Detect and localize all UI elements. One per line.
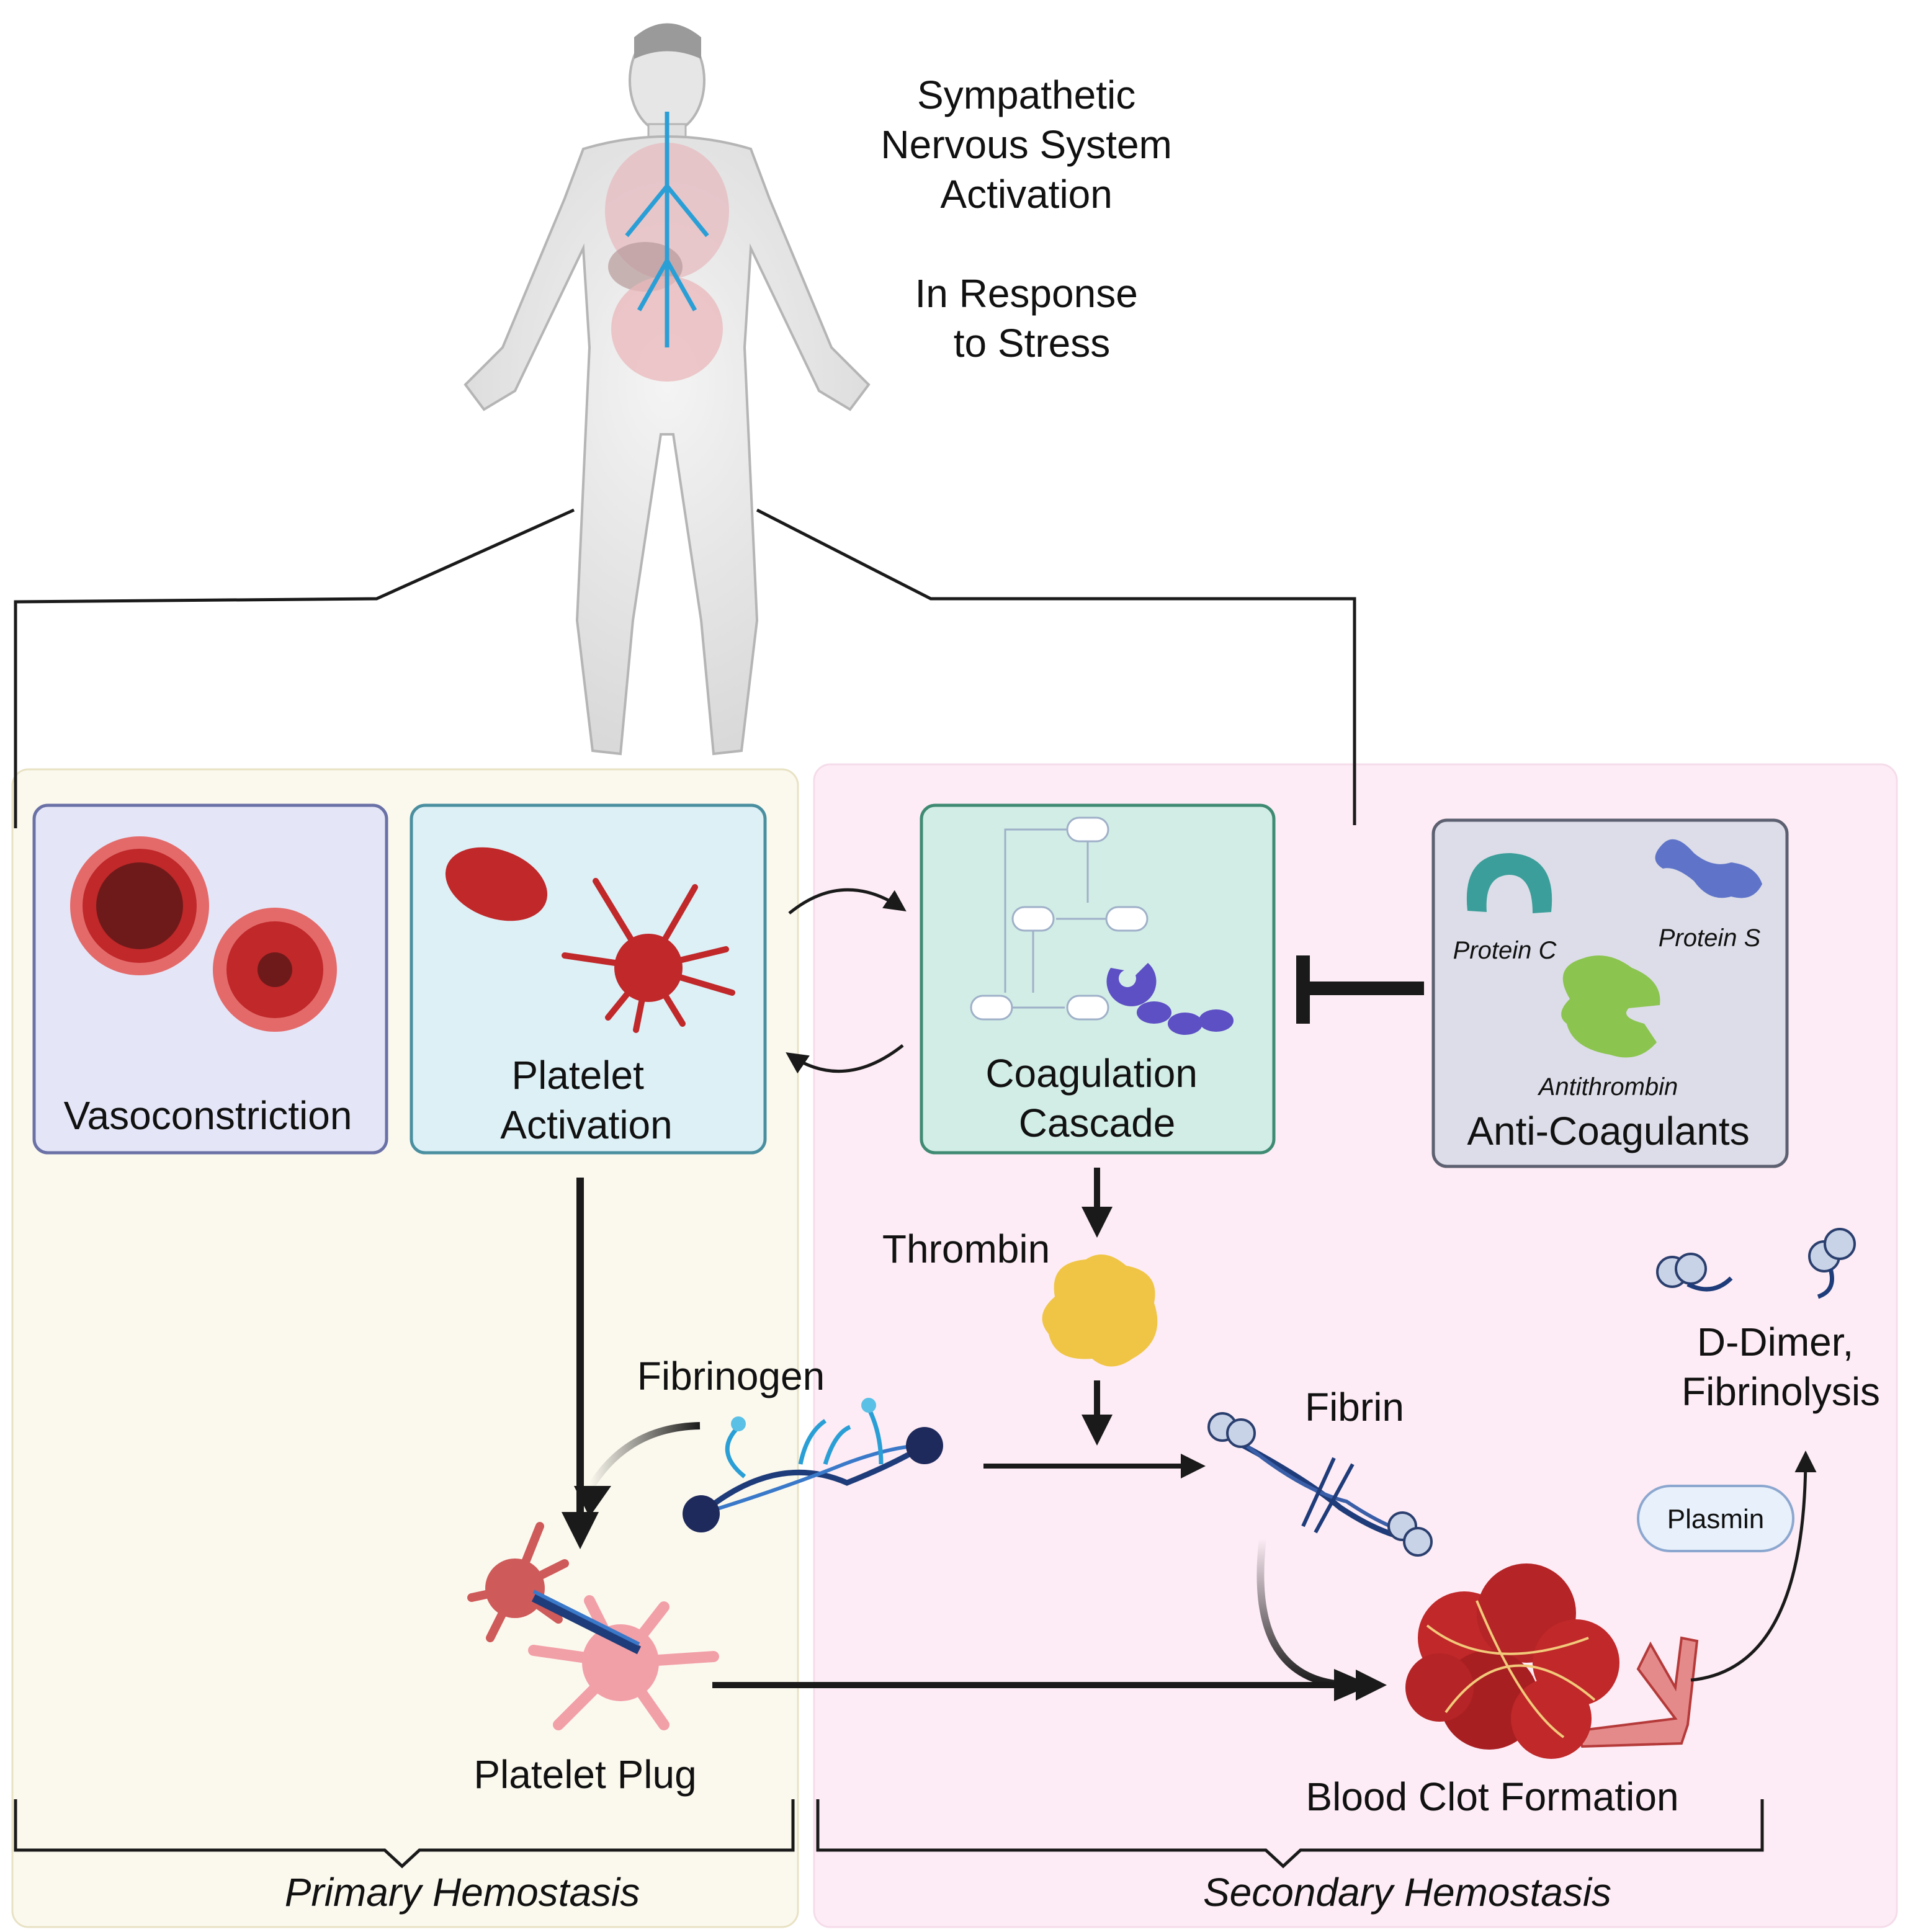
- activated-platelet-icon: [562, 878, 735, 1033]
- header-line-4: In Response: [915, 271, 1137, 316]
- connector-left: [14, 508, 575, 828]
- anticoagulants-title: Anti-Coagulants: [1467, 1109, 1749, 1153]
- svg-text:Sympathetic Nervous System: Sympathetic Nervous System Activation In…: [880, 73, 1183, 365]
- d-dimer-label-1: D-Dimer,: [1697, 1320, 1853, 1364]
- antithrombin-icon: [1561, 955, 1660, 1058]
- header-line-5: to Stress: [954, 321, 1111, 365]
- enzyme-molecule-icon: [1106, 963, 1234, 1035]
- fibrin-molecule-icon: [1207, 1412, 1433, 1557]
- protein-s-icon: [1655, 839, 1762, 898]
- arrow-fibrinogen-to-plug: [586, 1422, 701, 1491]
- platelet-activation-label-1: Platelet: [511, 1053, 644, 1098]
- secondary-bracket: [816, 1799, 1764, 1869]
- coagulation-cascade-label-1: Coagulation: [985, 1051, 1198, 1096]
- thrombin-label: Thrombin: [882, 1227, 1050, 1271]
- blood-clot-label: Blood Clot Formation: [1306, 1774, 1678, 1819]
- arrow-fibrin-to-clot: [1256, 1538, 1341, 1688]
- svg-text:D-Dimer, Fibrinolysis: D-Dimer, Fibrinolysis: [1682, 1320, 1880, 1414]
- arrow-fibrinogen-to-plug-head: [574, 1486, 611, 1517]
- secondary-hemostasis-label: Secondary Hemostasis: [1203, 1870, 1611, 1915]
- protein-c-icon: [1466, 853, 1552, 913]
- cascade-flow-icon: [970, 816, 1149, 1021]
- inhibition-bar: [1296, 955, 1424, 1024]
- header-line-1: Sympathetic: [917, 73, 1135, 117]
- connector-right: [756, 508, 1356, 825]
- plasmin-badge: [1637, 1485, 1794, 1552]
- coagulation-cascade-box: Coagulation Cascade: [920, 803, 1276, 1155]
- primary-bracket: [14, 1799, 795, 1869]
- human-body-figure: [464, 23, 871, 756]
- anticoagulants-box: Protein C Protein S Antithrombin Anti-Co…: [1431, 818, 1789, 1168]
- vasoconstriction-box: Vasoconstriction: [32, 803, 388, 1155]
- plasmin-label: Plasmin: [1667, 1504, 1765, 1534]
- header-line-2: Nervous System: [880, 122, 1171, 167]
- d-dimer-molecule-icons: [1656, 1228, 1856, 1299]
- coagulation-cascade-label-2: Cascade: [1019, 1101, 1176, 1145]
- blood-clot-icon: [1405, 1563, 1699, 1759]
- red-blood-cell-icon: [445, 847, 548, 921]
- fibrin-label: Fibrin: [1305, 1385, 1404, 1429]
- arrow-platelet-to-cascade: [788, 888, 907, 915]
- platelet-activation-box: Platelet Activation: [410, 803, 767, 1155]
- arrow-cascade-to-platelet: [786, 1044, 904, 1074]
- fibrinogen-label: Fibrinogen: [637, 1354, 825, 1398]
- header-line-3: Activation: [940, 172, 1112, 217]
- vasoconstriction-label: Vasoconstriction: [64, 1093, 352, 1138]
- platelet-plug-label: Platelet Plug: [473, 1752, 696, 1797]
- antithrombin-label: Antithrombin: [1538, 1073, 1678, 1101]
- protein-s-label: Protein S: [1659, 924, 1761, 952]
- svg-text:Platelet Activation: Platelet Activation: [500, 1053, 672, 1147]
- protein-c-label: Protein C: [1453, 937, 1557, 964]
- d-dimer-label-2: Fibrinolysis: [1682, 1369, 1880, 1414]
- platelet-plug-icon: [467, 1522, 719, 1730]
- primary-hemostasis-label: Primary Hemostasis: [285, 1870, 640, 1915]
- arrow-clot-to-ddimer: [1690, 1451, 1817, 1682]
- platelet-activation-label-2: Activation: [500, 1102, 672, 1147]
- thrombin-icon: [1042, 1254, 1158, 1367]
- svg-text:Coagulation Cascade: Coagulation Cascade: [985, 1051, 1208, 1145]
- fibrinogen-molecule-icon: [683, 1398, 943, 1532]
